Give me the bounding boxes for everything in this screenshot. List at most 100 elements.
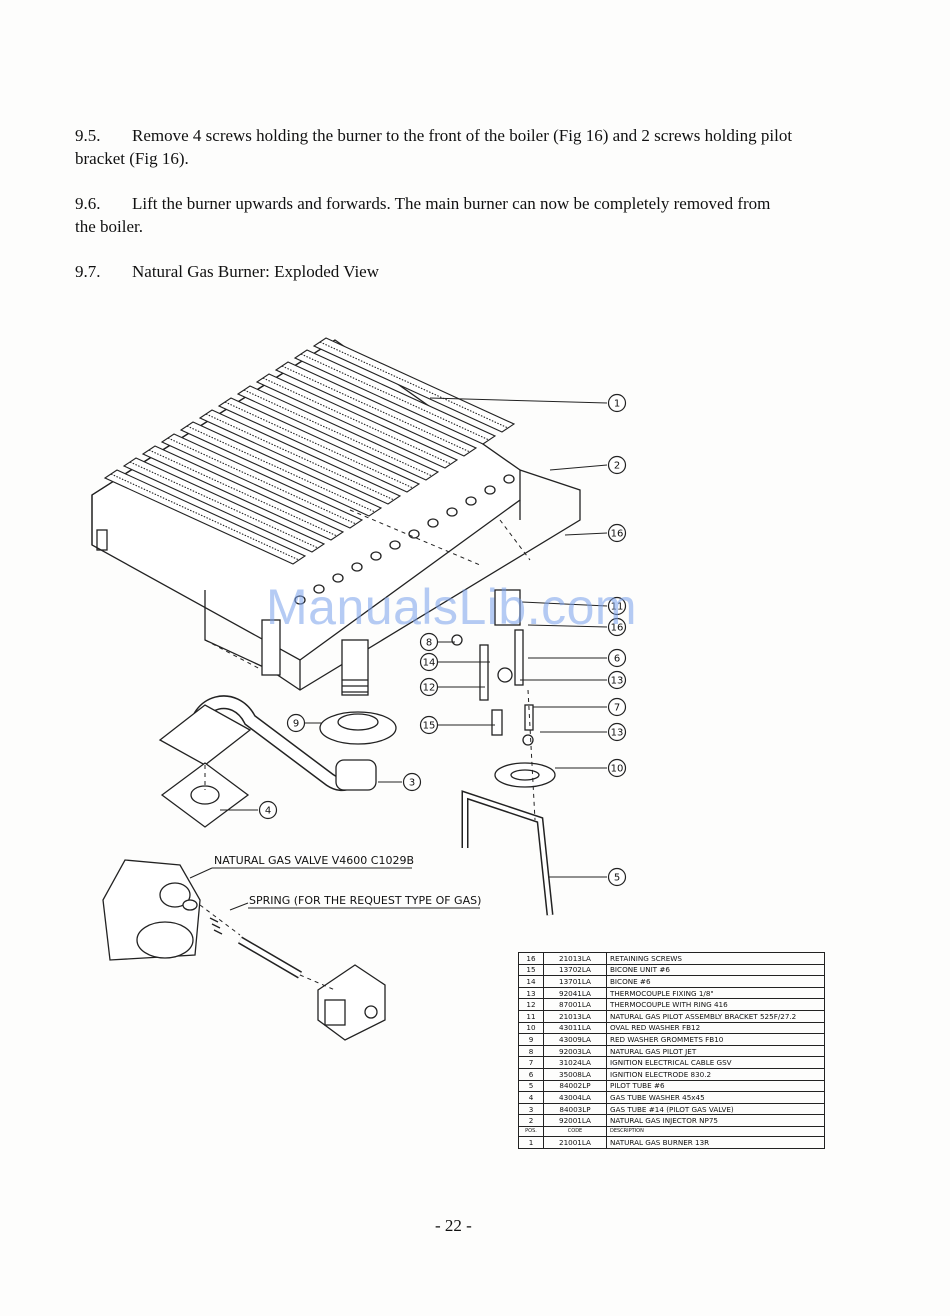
callout-number: 8 xyxy=(426,638,432,649)
burner-bar-slots xyxy=(186,425,376,513)
burner-assembly-drawing xyxy=(91,337,581,1041)
callout-number: 7 xyxy=(614,703,620,714)
pos-cell: 4 xyxy=(518,1091,544,1104)
burner-bar-slots xyxy=(300,353,490,441)
pos-cell: 9 xyxy=(518,1033,544,1046)
callout-circle xyxy=(286,713,306,733)
pos-cell: 14 xyxy=(518,975,544,988)
callout-circle xyxy=(607,722,627,742)
pos-cell: 13 xyxy=(518,986,544,1000)
code-cell: 43011LA xyxy=(543,1021,607,1035)
paragraph-number: 9.7. xyxy=(75,262,101,281)
callout-number: 1 xyxy=(614,399,620,410)
burner-bar-slots xyxy=(319,341,509,429)
desc-cell: NATURAL GAS BURNER 13R xyxy=(606,1135,825,1149)
paragraph-9-6: 9.6.Lift the burner upwards and forwards… xyxy=(75,192,795,238)
burner-bars xyxy=(103,337,516,565)
injector xyxy=(427,518,439,528)
valve-label: NATURAL GAS VALVE V4600 C1029B xyxy=(214,854,414,867)
paragraph-text: Lift the burner upwards and forwards. Th… xyxy=(75,194,771,236)
desc-cell: OVAL RED WASHER FB12 xyxy=(606,1021,825,1035)
pos-cell: 3 xyxy=(518,1102,544,1116)
callout-circle xyxy=(607,523,627,543)
injector xyxy=(465,496,477,506)
callout-circle xyxy=(258,800,278,820)
pos-cell: 10 xyxy=(518,1021,544,1035)
desc-cell: IGNITION ELECTRODE 830.2 xyxy=(606,1067,825,1081)
code-cell: 35008LA xyxy=(543,1067,607,1081)
burner-bar-slots xyxy=(129,461,319,549)
desc-cell: THERMOCOUPLE FIXING 1/8" xyxy=(606,986,825,1000)
burner-bar-slots xyxy=(148,449,338,537)
desc-cell: IGNITION ELECTRICAL CABLE GSV xyxy=(606,1056,825,1069)
injector xyxy=(503,474,515,484)
pos-cell: 7 xyxy=(518,1056,544,1069)
callout-circle xyxy=(607,648,627,668)
burner-bar-slots xyxy=(281,365,471,453)
pos-cell: 6 xyxy=(518,1067,544,1081)
injector xyxy=(313,584,325,594)
code-cell: 21001LA xyxy=(543,1135,607,1149)
spring-label: SPRING (FOR THE REQUEST TYPE OF GAS) xyxy=(249,894,481,907)
page-number: - 22 - xyxy=(435,1216,472,1235)
callout-circle xyxy=(607,867,627,887)
callout-circle xyxy=(419,715,439,735)
injectors xyxy=(294,474,515,605)
desc-cell: GAS TUBE #14 (PILOT GAS VALVE) xyxy=(606,1102,825,1116)
desc-cell: PILOT TUBE #6 xyxy=(606,1079,825,1093)
code-cell: 92003LA xyxy=(543,1044,607,1058)
desc-cell: GAS TUBE WASHER 45x45 xyxy=(606,1091,825,1104)
paragraph-number: 9.5. xyxy=(75,126,101,145)
pos-cell: 11 xyxy=(518,1009,544,1023)
desc-cell: NATURAL GAS PILOT ASSEMBLY BRACKET 525F/… xyxy=(606,1009,825,1023)
code-cell: 13702LA xyxy=(543,963,607,977)
burner-bar-slots xyxy=(110,473,300,561)
pos-cell: 1 xyxy=(518,1135,544,1149)
desc-cell: BICONE UNIT #6 xyxy=(606,963,825,977)
callout-number: 4 xyxy=(265,806,271,817)
callout-number: 9 xyxy=(293,719,299,730)
callout-number: 3 xyxy=(409,778,415,789)
code-cell: 21013LA xyxy=(543,1009,607,1023)
callout-number: 15 xyxy=(423,721,436,732)
pos-cell: 5 xyxy=(518,1079,544,1093)
callout-circle xyxy=(607,455,627,475)
injector xyxy=(351,562,363,572)
pos-cell: 16 xyxy=(518,952,544,965)
callout-number: 11 xyxy=(611,602,624,613)
callout-circle xyxy=(607,596,627,616)
callout-leaders xyxy=(189,397,608,911)
pos-cell: 12 xyxy=(518,998,544,1011)
injector xyxy=(332,573,344,583)
code-cell: 31024LA xyxy=(543,1056,607,1069)
callout-circle xyxy=(607,697,627,717)
callout-circle xyxy=(607,670,627,690)
callout-circle xyxy=(402,772,422,792)
burner-bar-slots xyxy=(262,377,452,465)
pos-cell: 2 xyxy=(518,1114,544,1127)
code-cell: 92041LA xyxy=(543,986,607,1000)
callout-number: 13 xyxy=(611,728,624,739)
paragraph-9-5: 9.5.Remove 4 screws holding the burner t… xyxy=(75,124,795,170)
code-cell: 43004LA xyxy=(543,1091,607,1104)
callout-number: 14 xyxy=(423,658,436,669)
callout-number: 16 xyxy=(611,623,624,634)
callout-number: 5 xyxy=(614,873,620,884)
desc-cell: RED WASHER GROMMETS FB10 xyxy=(606,1033,825,1046)
injector xyxy=(294,595,306,605)
burner-bar-slots xyxy=(167,437,357,525)
paragraph-text: Natural Gas Burner: Exploded View xyxy=(132,262,379,281)
